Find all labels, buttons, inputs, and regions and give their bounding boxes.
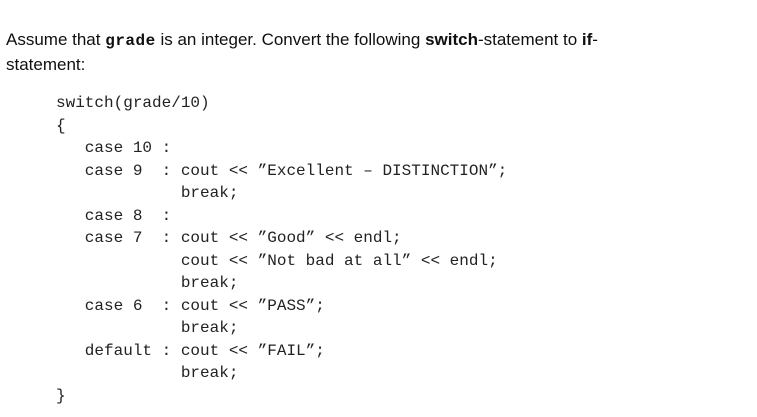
code-line: default : cout << ”FAIL”; [56, 341, 325, 360]
code-line: break; [56, 184, 239, 202]
code-line: { [56, 116, 66, 135]
code-line: case 10 : [56, 139, 172, 157]
code-block: switch(grade/10) { case 10 : case 9 : cou… [56, 92, 507, 407]
question-segment: statement: [6, 55, 86, 74]
code-line: case 6 : cout << ”PASS”; [56, 296, 325, 315]
code-line: break; [56, 364, 239, 382]
question-segment: switch [425, 30, 478, 49]
question-segment: grade [105, 32, 156, 50]
question-segment: Assume that [6, 30, 106, 49]
question-text: Assume that grade is an integer. Convert… [6, 28, 696, 76]
code-line: break; [56, 319, 239, 337]
question-segment: -statement to [477, 30, 582, 49]
code-line: case 8 : [56, 206, 172, 225]
question-segment: is an integer. Convert the following [155, 30, 426, 49]
code-line: } [56, 386, 66, 405]
code-line: break; [56, 274, 239, 292]
code-line: cout << ”Not bad at all” << endl; [56, 251, 498, 270]
question-segment: if [581, 30, 593, 49]
question-segment: - [592, 30, 598, 49]
code-line: switch(grade/10) [56, 94, 210, 112]
code-line: case 9 : cout << ”Excellent – DISTINCTIO… [56, 161, 508, 180]
code-line: case 7 : cout << ”Good” << endl; [56, 229, 402, 247]
